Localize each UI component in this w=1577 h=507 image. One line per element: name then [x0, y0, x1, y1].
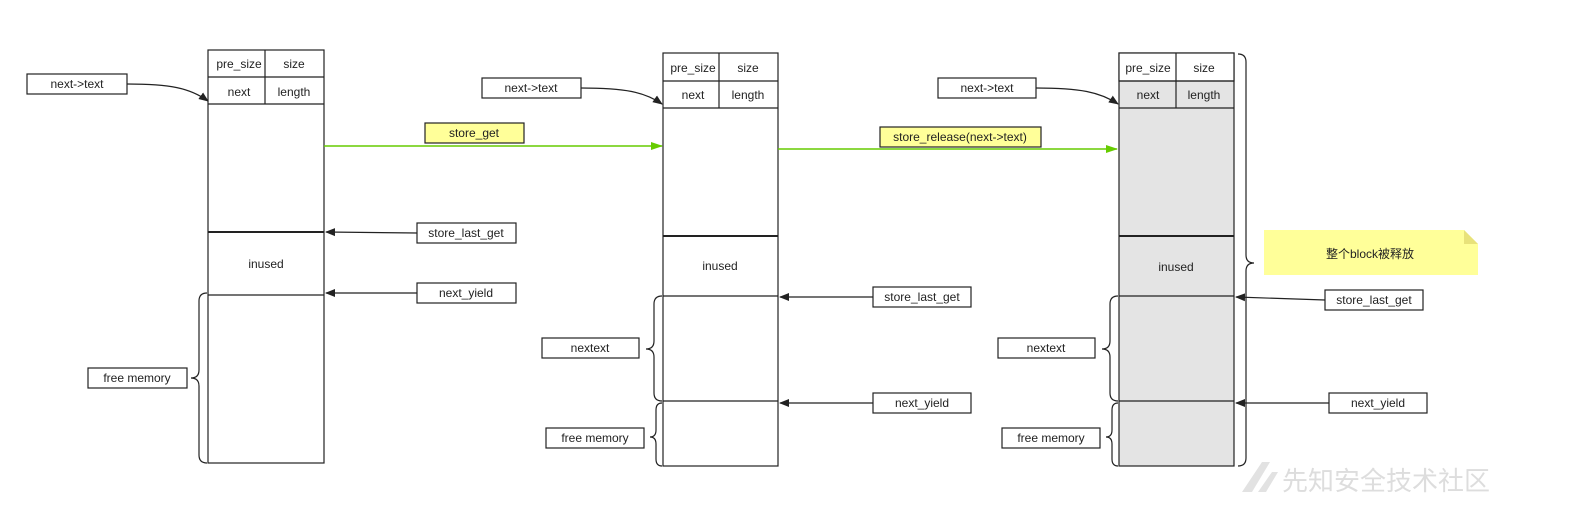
header-next: next — [682, 88, 705, 102]
store-last-get-arrow — [1235, 293, 1326, 302]
chunk-column-2: pre_size size next length inused next->t… — [481, 52, 972, 467]
free-memory-brace — [1105, 402, 1119, 467]
store-last-get-label: store_last_get — [428, 226, 504, 240]
store-last-get-label: store_last_get — [1336, 293, 1412, 307]
block-brace — [1237, 53, 1255, 467]
chunk-body-2 — [662, 52, 779, 467]
note-fold — [1464, 230, 1478, 244]
inused-label: inused — [702, 259, 737, 273]
nextext-box — [997, 337, 1096, 359]
transition-label-1: store_get — [449, 126, 500, 140]
header-next: next — [1137, 88, 1160, 102]
chunk-body-3 — [1118, 52, 1235, 467]
pointer-label: next->text — [50, 77, 104, 91]
store-last-get-arrow — [325, 228, 418, 237]
header-size: size — [737, 61, 759, 75]
free-memory-box — [545, 427, 645, 449]
nextext-label: nextext — [571, 341, 610, 355]
next-yield-label: next_yield — [439, 286, 493, 300]
note-box — [1264, 230, 1478, 275]
free-memory-brace — [190, 292, 208, 464]
transition-label-2: store_release(next->text) — [893, 130, 1027, 144]
pointer-arrow — [1035, 87, 1119, 105]
transition-store-release: store_release(next->text) — [778, 126, 1118, 153]
header-length: length — [278, 85, 311, 99]
next-yield-label: next_yield — [1351, 396, 1405, 410]
header-pre-size: pre_size — [670, 61, 716, 75]
watermark-logo-icon — [1242, 462, 1278, 492]
header-pre-size: pre_size — [1125, 61, 1171, 75]
nextext-box — [541, 337, 640, 359]
watermark: 先知安全技术社区 — [1242, 462, 1490, 496]
free-memory-label: free memory — [561, 431, 628, 445]
chunk-column-1: pre_size size next length inused next->t… — [26, 49, 517, 464]
watermark-text: 先知安全技术社区 — [1282, 466, 1490, 496]
pointer-arrow — [580, 87, 663, 105]
free-memory-label: free memory — [1017, 431, 1084, 445]
header-size: size — [1193, 61, 1215, 75]
chunk-column-3: pre_size size next length inused next->t… — [937, 52, 1478, 467]
pointer-arrow — [126, 83, 209, 102]
header-next: next — [228, 85, 251, 99]
transition-store-get: store_get — [324, 122, 663, 150]
free-memory-brace — [649, 402, 663, 467]
header-length: length — [1188, 88, 1221, 102]
pointer-label: next->text — [960, 81, 1014, 95]
note-label: 整个block被释放 — [1326, 246, 1414, 261]
nextext-label: nextext — [1027, 341, 1066, 355]
header-pre-size: pre_size — [216, 57, 262, 71]
header-length: length — [732, 88, 765, 102]
chunk-body-1 — [207, 49, 325, 464]
nextext-brace — [1101, 295, 1119, 402]
nextext-brace — [645, 295, 663, 402]
store-last-get-label: store_last_get — [884, 290, 960, 304]
pointer-label: next->text — [504, 81, 558, 95]
header-size: size — [283, 57, 305, 71]
transition-label-box-2 — [879, 126, 1042, 148]
free-memory-label: free memory — [103, 371, 170, 385]
transition-label-box-1 — [424, 122, 525, 144]
inused-label: inused — [1158, 260, 1193, 274]
inused-label: inused — [248, 257, 283, 271]
free-memory-box — [87, 367, 188, 389]
free-memory-box — [1001, 427, 1101, 449]
next-yield-label: next_yield — [895, 396, 949, 410]
